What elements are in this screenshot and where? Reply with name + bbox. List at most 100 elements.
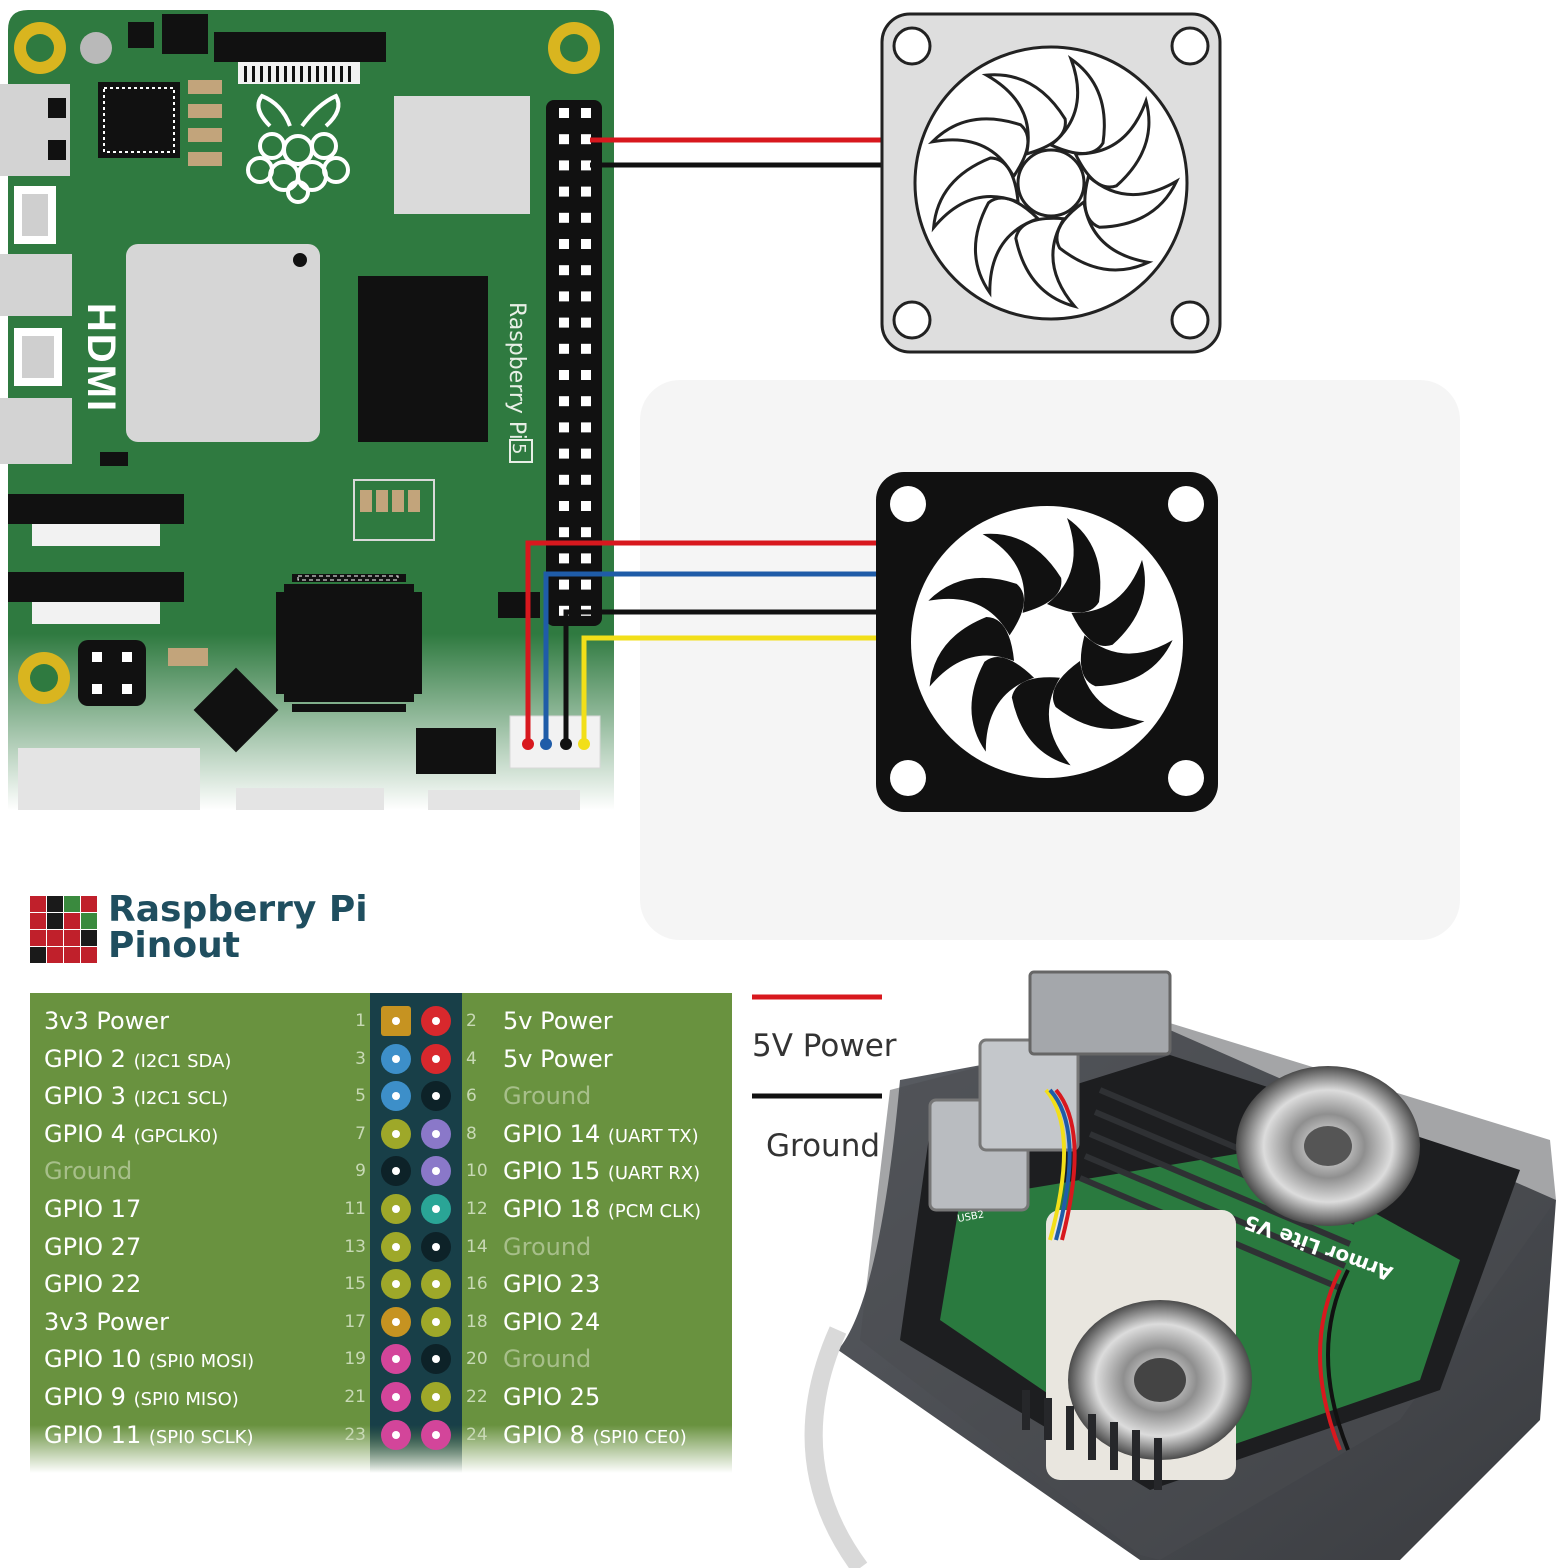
pin-function: (SPI0 MISO) <box>133 1389 239 1410</box>
gpio-pin <box>559 291 569 302</box>
pin-name-main: GPIO 18 <box>503 1195 601 1223</box>
pin-function: (UART TX) <box>607 1125 699 1147</box>
pin-name-main: 3v3 Power <box>44 1307 169 1336</box>
pin-number-right: 20 <box>466 1349 488 1370</box>
pin-dot-right <box>421 1306 451 1337</box>
fan-4pin-icon <box>876 472 1218 812</box>
pin-name-main: Ground <box>503 1232 592 1261</box>
pin-name-main: GPIO 4 <box>44 1119 126 1148</box>
gpio-pin <box>581 265 591 276</box>
pin-number-left: 23 <box>344 1424 366 1445</box>
gpio-pin <box>559 396 569 407</box>
logo-cell <box>47 947 63 963</box>
case-port-label: USB2 <box>957 1209 985 1225</box>
pinout-title: Raspberry Pi Pinout <box>108 892 368 964</box>
pinout-logo-icon <box>30 896 97 963</box>
pin-number-right: 10 <box>466 1161 488 1182</box>
pin-name-main: 5v Power <box>503 1044 613 1073</box>
gpio-pin <box>559 474 569 485</box>
pin-name-main: Ground <box>503 1345 592 1374</box>
pin-name-main: 5v Power <box>503 1007 613 1035</box>
gpio-pin <box>581 501 591 511</box>
pin-name-main: GPIO 3 <box>44 1082 126 1111</box>
gpio-pin <box>559 448 569 459</box>
pin-number-left: 9 <box>355 1161 366 1182</box>
board-silkscreen-label: Raspberry Pi <box>504 302 529 440</box>
gpio-pin <box>559 553 569 564</box>
pin-label-right: GPIO 25 <box>503 1382 600 1412</box>
pin-name-main: GPIO 24 <box>503 1307 601 1336</box>
pin-dot-right <box>421 1043 451 1074</box>
pin-label-right: GPIO 8 (SPI0 CE0) <box>503 1420 687 1453</box>
pin-name-main: GPIO 11 <box>44 1420 142 1449</box>
pin-dot-right <box>421 1344 451 1375</box>
pin-number-right: 2 <box>466 1011 477 1031</box>
pin-name-main: GPIO 15 <box>503 1157 601 1186</box>
pin-label-right: Ground <box>503 1232 591 1262</box>
fan-blade <box>1052 661 1145 729</box>
pin-number-left: 19 <box>344 1349 366 1370</box>
pin-function: (I2C1 SDA) <box>133 1050 232 1072</box>
gpio-pin <box>581 343 591 354</box>
pin-number-left: 21 <box>344 1387 366 1407</box>
gpio-pin <box>581 448 591 459</box>
gpio-pin <box>581 186 591 197</box>
gpio-pin <box>559 134 569 145</box>
fan-blade <box>982 533 1062 613</box>
gpio-pin <box>581 317 591 328</box>
pin-function: (I2C1 SCL) <box>133 1088 229 1110</box>
gpio-pin <box>581 396 591 407</box>
fan-blade <box>928 577 1024 636</box>
pin-number-right: 4 <box>466 1048 477 1069</box>
gpio-pin <box>581 134 591 145</box>
pin-label-left: GPIO 4 (GPCLK0) <box>44 1119 218 1152</box>
raspberry-pi-board: HDMI Raspberry Pi 5 <box>0 10 614 810</box>
pin-number-left: 7 <box>355 1123 366 1144</box>
pin-name-main: GPIO 10 <box>44 1345 142 1374</box>
pinout-title-line1: Raspberry Pi <box>108 889 368 930</box>
model-badge: 5 <box>508 443 529 454</box>
fan-2pin-icon <box>880 12 1222 354</box>
pin-name-main: GPIO 22 <box>44 1270 142 1299</box>
gpio-pin <box>559 422 569 433</box>
pin-label-left: Ground <box>44 1156 132 1186</box>
gpio-pin <box>559 370 569 380</box>
pin-number-left: 5 <box>355 1086 366 1107</box>
gpio-pin <box>559 186 569 197</box>
pin-label-left: GPIO 9 (SPI0 MISO) <box>44 1382 239 1415</box>
pin-dot-left <box>381 1269 411 1300</box>
logo-cell <box>30 913 46 929</box>
pin-name-main: GPIO 17 <box>44 1195 142 1223</box>
pin-name-main: GPIO 23 <box>503 1270 601 1299</box>
pin-label-right: Ground <box>503 1344 591 1374</box>
gpio-pin <box>559 527 569 538</box>
pin-label-left: GPIO 17 <box>44 1194 141 1224</box>
pin-label-right: 5v Power <box>503 1006 613 1036</box>
fan-blade <box>1011 677 1071 766</box>
pin-number-right: 14 <box>466 1236 488 1257</box>
fan-blade <box>1071 559 1145 646</box>
pinout-title-line2: Pinout <box>108 925 240 966</box>
pin-name-main: GPIO 8 <box>503 1420 585 1449</box>
pin-number-right: 18 <box>466 1311 488 1332</box>
wire-bundle-bottom-fan <box>525 540 876 744</box>
pin-name-main: GPIO 27 <box>44 1232 142 1261</box>
pin-dot-right <box>421 1006 451 1036</box>
pin-dot-left <box>381 1156 411 1187</box>
gpio-pin <box>559 160 569 171</box>
pin-dot-left <box>381 1194 411 1224</box>
gpio-pin <box>581 527 591 538</box>
pin-function: (GPCLK0) <box>133 1125 219 1147</box>
gpio-pin <box>559 343 569 354</box>
logo-cell <box>47 896 63 912</box>
pin-label-left: GPIO 27 <box>44 1232 141 1262</box>
gpio-pin <box>581 474 591 485</box>
pin-number-right: 12 <box>466 1199 488 1219</box>
logo-cell <box>64 896 80 912</box>
fan-blade <box>981 73 1067 157</box>
gpio-pin <box>559 317 569 328</box>
pin-label-right: Ground <box>503 1081 591 1111</box>
pin-number-left: 11 <box>344 1199 366 1219</box>
pin-label-right: GPIO 14 (UART TX) <box>503 1119 699 1152</box>
